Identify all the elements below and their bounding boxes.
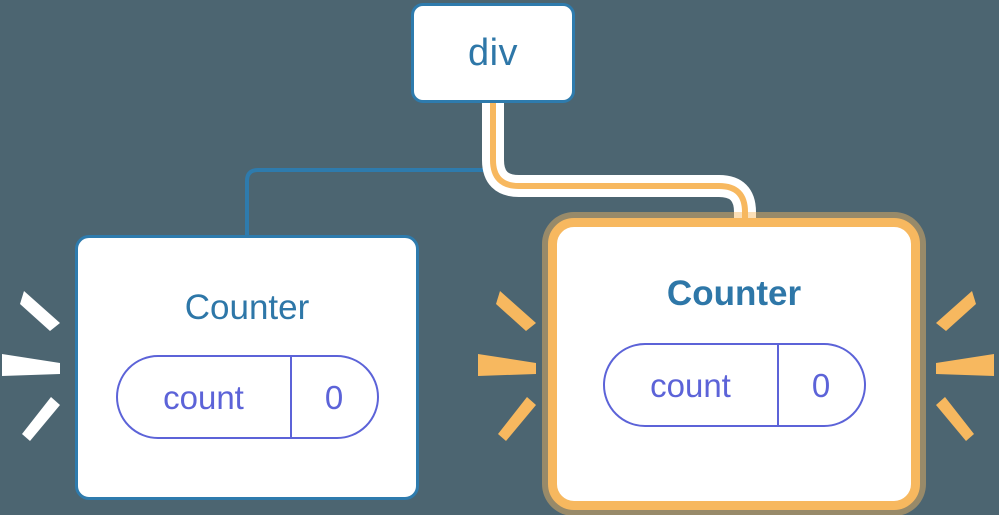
state-key-label: count bbox=[605, 345, 779, 425]
sparkle-rays-orange-left bbox=[478, 291, 536, 441]
card-counter-left-title: Counter bbox=[184, 288, 310, 327]
sparkle-ray-icon bbox=[936, 354, 994, 376]
card-counter-left[interactable]: Counter count 0 bbox=[75, 235, 419, 500]
sparkle-ray-icon bbox=[22, 397, 60, 441]
sparkle-ray-icon bbox=[2, 354, 60, 376]
card-counter-right-title: Counter bbox=[666, 274, 802, 313]
burst-left-card bbox=[2, 278, 66, 448]
burst-right-card-right-side bbox=[930, 278, 994, 448]
node-div-label: div bbox=[467, 32, 519, 74]
card-counter-left-state-pill[interactable]: count 0 bbox=[115, 355, 379, 439]
state-key-label: count bbox=[118, 357, 292, 437]
sparkle-rays-white-left bbox=[2, 291, 60, 441]
sparkle-ray-icon bbox=[498, 397, 536, 441]
card-counter-right[interactable]: Counter count 0 bbox=[548, 218, 920, 510]
sparkle-ray-icon bbox=[936, 397, 974, 441]
sparkle-ray-icon bbox=[936, 291, 976, 331]
sparkle-ray-icon bbox=[478, 354, 536, 376]
card-counter-right-state-pill[interactable]: count 0 bbox=[602, 343, 866, 427]
state-value-label: 0 bbox=[811, 366, 831, 404]
connector-div-to-counter-right bbox=[490, 100, 748, 240]
sparkle-rays-orange-right bbox=[936, 291, 994, 441]
state-value-label: 0 bbox=[324, 378, 344, 416]
sparkle-ray-icon bbox=[20, 291, 60, 331]
burst-right-card-left-side bbox=[478, 278, 542, 448]
connector-div-to-counter-left bbox=[245, 101, 495, 239]
sparkle-ray-icon bbox=[496, 291, 536, 331]
node-div[interactable]: div bbox=[411, 3, 575, 103]
